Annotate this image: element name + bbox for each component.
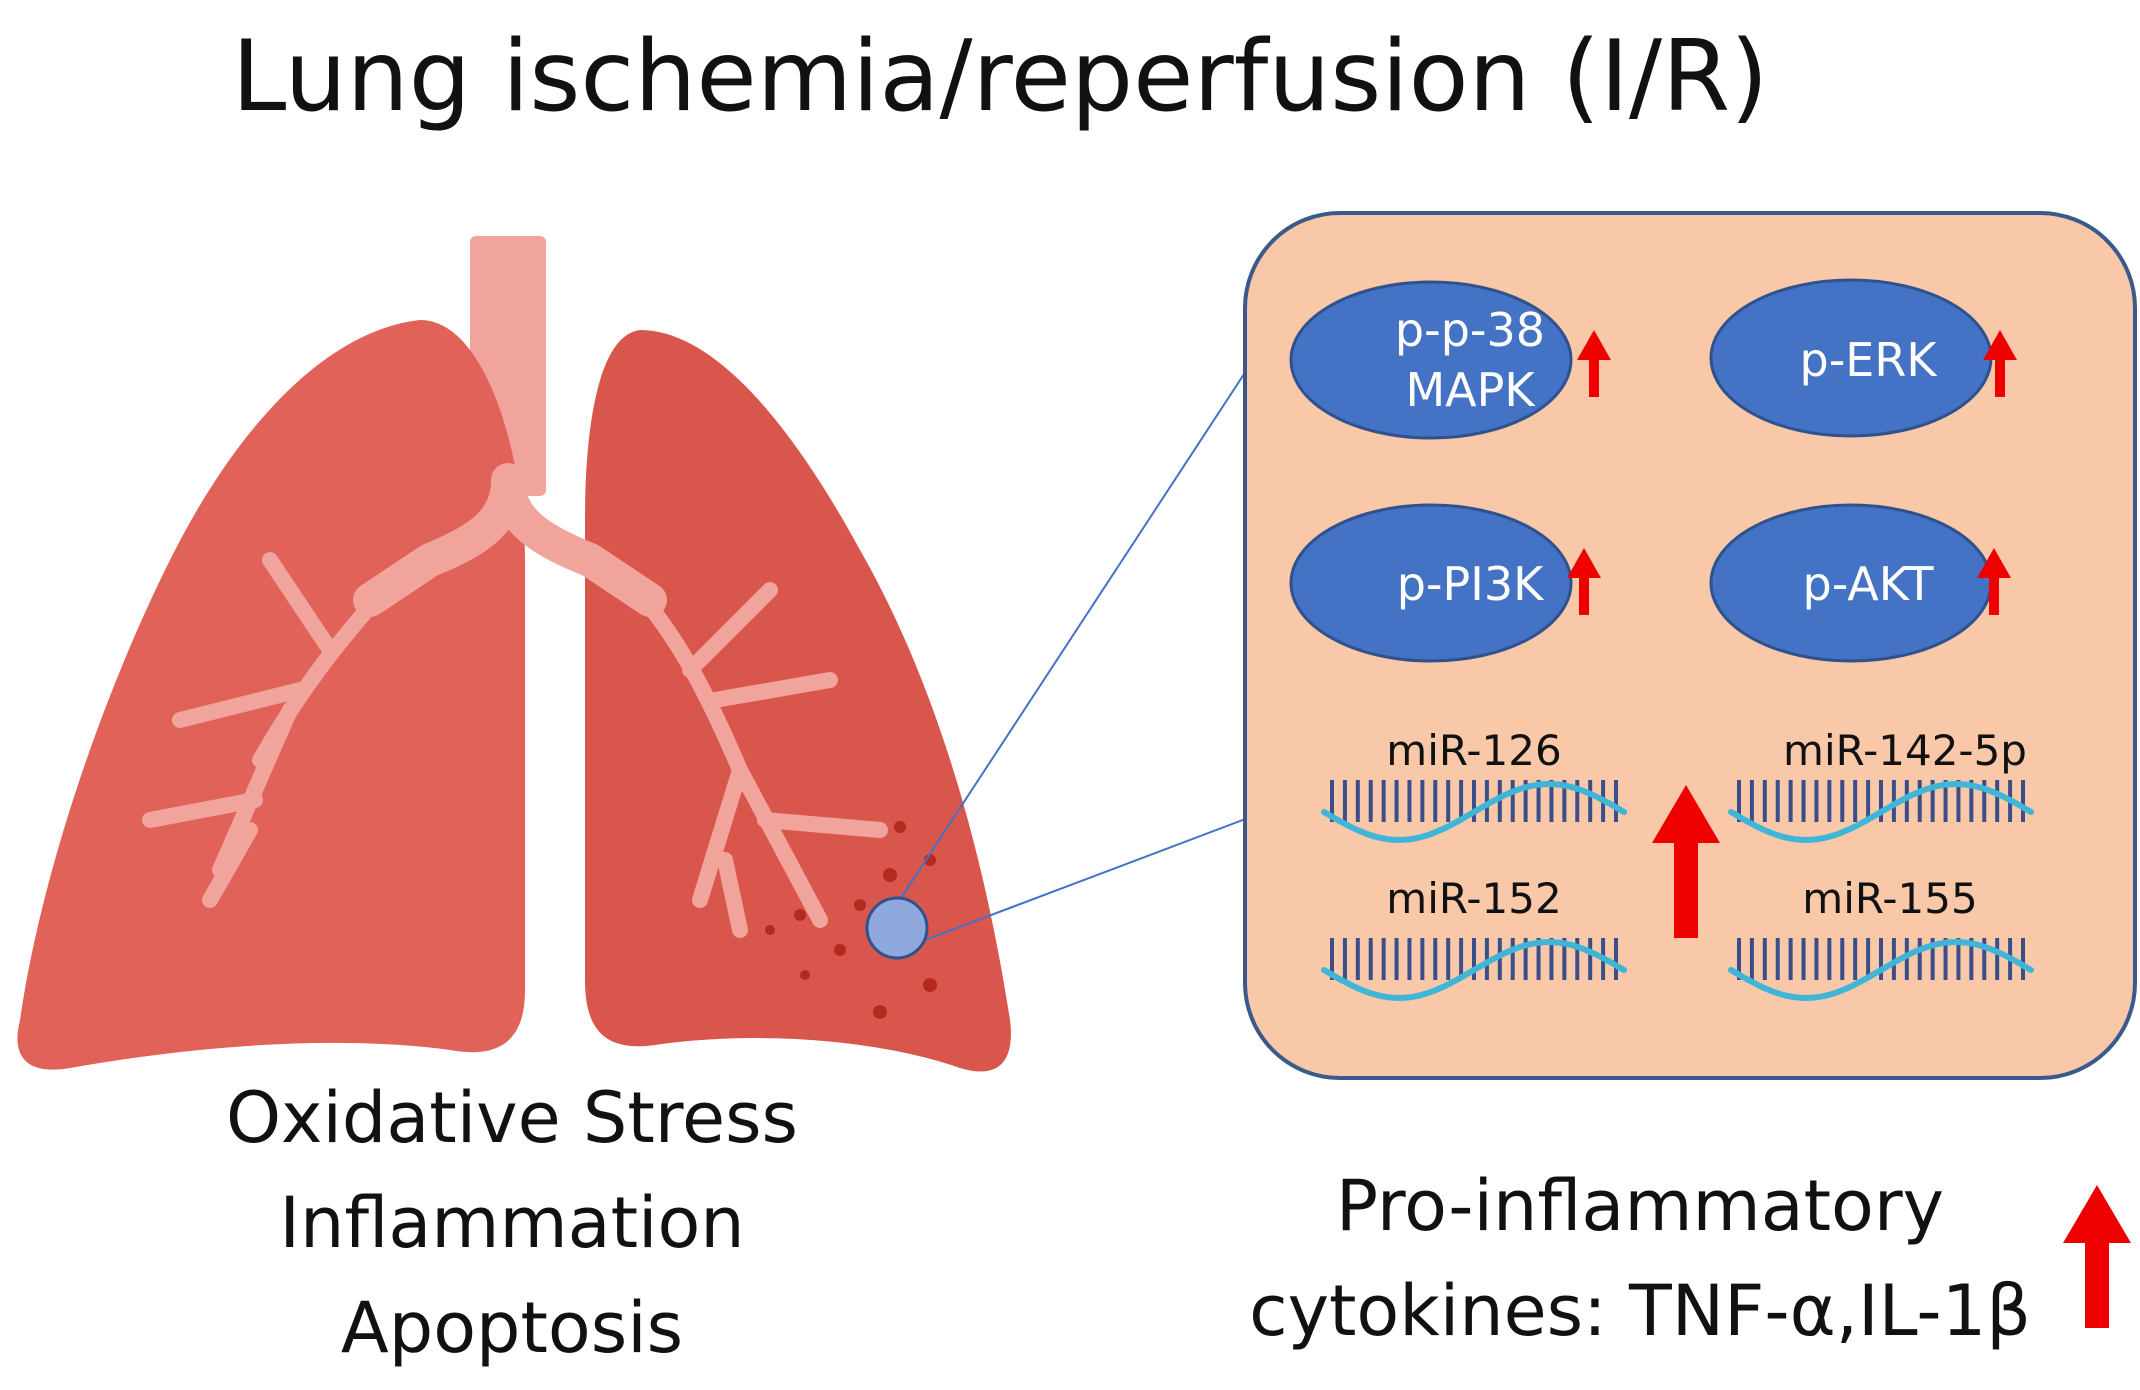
right-bronchial-tree bbox=[632, 582, 888, 938]
damage-spot bbox=[923, 978, 937, 992]
up-arrow-icon bbox=[1977, 548, 2011, 615]
rna-backbone bbox=[1321, 938, 1627, 1002]
cytokines-label: Pro-inflammatory bbox=[1336, 1165, 1944, 1247]
rna-backbone bbox=[1728, 938, 2034, 1002]
mirna-label: miR-152 bbox=[1386, 874, 1561, 923]
rna-helix-icon bbox=[1321, 938, 1627, 1002]
zoom-line-top bbox=[887, 367, 1249, 919]
rna-backbone bbox=[1728, 780, 2034, 844]
rna-helix-icon bbox=[1728, 938, 2034, 1002]
up-arrow-icon bbox=[1567, 548, 1601, 615]
damage-spot bbox=[765, 925, 775, 935]
lung-effect-label: Apoptosis bbox=[341, 1287, 683, 1369]
zoom-circle bbox=[865, 896, 929, 960]
protein-oval: p-p-38 MAPK bbox=[1289, 280, 1611, 440]
oval-shape bbox=[1289, 503, 1573, 663]
protein-label: p-AKT bbox=[1803, 557, 1935, 611]
rna-backbone bbox=[1321, 780, 1627, 844]
protein-label: p-ERK bbox=[1800, 333, 1939, 387]
protein-label: MAPK bbox=[1405, 363, 1536, 417]
lung-effect-label: Inflammation bbox=[279, 1182, 744, 1264]
protein-label: p-PI3K bbox=[1397, 557, 1545, 611]
damage-spot bbox=[834, 944, 846, 956]
damage-spot bbox=[883, 868, 897, 882]
up-arrow-icon bbox=[1577, 330, 1611, 397]
bronchi bbox=[353, 463, 667, 617]
mirna-label: miR-126 bbox=[1386, 726, 1561, 775]
damage-spot bbox=[894, 821, 906, 833]
rna-helix-icon bbox=[1728, 780, 2034, 844]
protein-oval: p-ERK bbox=[1709, 278, 2017, 438]
diagram-title: Lung ischemia/reperfusion (I/R) bbox=[232, 20, 1769, 134]
damage-spot bbox=[873, 1005, 887, 1019]
damage-spot bbox=[800, 970, 810, 980]
damage-spot bbox=[794, 909, 806, 921]
cytokines-label: cytokines: TNF-α,IL-1β bbox=[1249, 1270, 2031, 1352]
lung-effect-label: Oxidative Stress bbox=[226, 1077, 798, 1159]
protein-label: p-p-38 bbox=[1395, 303, 1545, 357]
rna-helix-icon bbox=[1321, 780, 1627, 844]
mirna-label: miR-142-5p bbox=[1783, 726, 2027, 775]
protein-oval: p-PI3K bbox=[1289, 503, 1601, 663]
damage-spots bbox=[765, 821, 937, 1019]
lung-icon bbox=[17, 236, 1011, 1072]
left-bronchial-tree bbox=[142, 552, 388, 908]
oval-shape bbox=[1289, 280, 1573, 440]
right-lung bbox=[585, 330, 1011, 1072]
up-arrow-icon bbox=[1652, 785, 1720, 938]
up-arrow-icon bbox=[2063, 1185, 2131, 1328]
zoom-line-bottom bbox=[924, 817, 1249, 941]
protein-oval: p-AKT bbox=[1709, 503, 2011, 663]
damage-spot bbox=[854, 899, 866, 911]
up-arrow-icon bbox=[1983, 330, 2017, 397]
mirna-label: miR-155 bbox=[1802, 874, 1977, 923]
